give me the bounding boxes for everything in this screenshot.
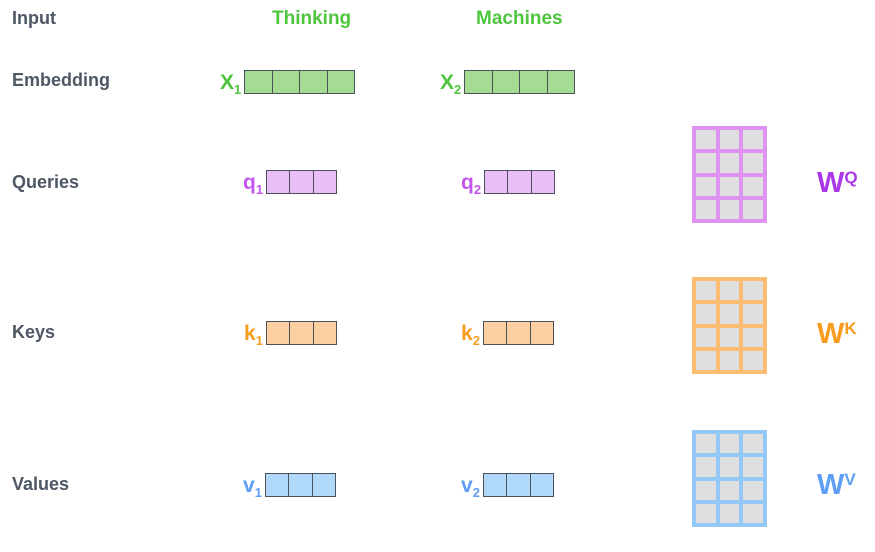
matrix-cell [696,199,716,219]
v2-label: v2 [461,473,480,500]
matrix-cell [696,130,716,150]
matrix-cell [719,327,740,347]
matrix-cell [743,503,763,523]
query-vector-q2: q2 [461,170,555,197]
row-label-queries: Queries [12,172,80,192]
wv-weight-matrix [692,430,767,527]
v1-label: v1 [243,473,262,500]
vector-cell [508,171,532,193]
x1-label: X1 [220,70,242,97]
vector-cell [313,474,335,496]
matrix-cell [719,480,740,500]
vector-cell [267,171,291,193]
wq-label: WQ [817,167,858,199]
vector-cell [484,474,508,496]
matrix-cell [696,281,716,301]
key-vector-k2: k2 [461,321,554,348]
v2-vector [482,473,554,497]
matrix-cell [696,457,716,477]
vector-cell [300,71,328,93]
matrix-cell [743,327,763,347]
vector-cell [531,322,553,344]
vector-cell [290,322,314,344]
vector-cell [520,71,548,93]
value-vector-v1: v1 [243,473,336,500]
query-vector-q1: q1 [243,170,337,197]
wq-weight-matrix [692,126,767,223]
vector-cell [484,322,508,344]
matrix-cell [696,503,716,523]
vector-cell [465,71,493,93]
matrix-cell [719,457,740,477]
wv-label: WV [817,469,856,501]
matrix-cell [719,503,740,523]
matrix-cell [719,281,740,301]
vector-cell [531,474,553,496]
row-label-embedding: Embedding [12,70,110,90]
x1-vector [244,70,356,94]
vector-cell [266,474,290,496]
matrix-cell [743,434,763,454]
matrix-cell [696,434,716,454]
q1-label: q1 [243,170,264,197]
vector-cell [507,474,531,496]
row-label-keys: Keys [12,322,56,342]
matrix-cell [719,199,740,219]
k2-vector [482,321,554,345]
matrix-cell [719,304,740,324]
q2-vector [484,170,555,194]
value-vector-v2: v2 [461,473,554,500]
k1-label: k1 [244,321,263,348]
matrix-cell [696,176,716,196]
q2-label: q2 [461,170,482,197]
embedding-vector-x2: X2 [440,70,576,97]
matrix-cell [743,281,763,301]
matrix-cell [719,350,740,370]
vector-cell [507,322,531,344]
matrix-cell [696,327,716,347]
matrix-cell [743,153,763,173]
vector-cell [273,71,301,93]
embedding-vector-x1: X1 [220,70,356,97]
wk-label: WK [817,318,857,350]
matrix-cell [743,130,763,150]
vector-cell [314,171,336,193]
column-header-thinking: Thinking [272,8,352,29]
vector-cell [548,71,575,93]
matrix-cell [696,153,716,173]
vector-cell [532,171,554,193]
vector-cell [328,71,355,93]
vector-cell [267,322,291,344]
vector-cell [314,322,336,344]
matrix-cell [696,480,716,500]
matrix-cell [743,480,763,500]
wk-weight-matrix [692,277,767,374]
v1-vector [264,473,336,497]
matrix-cell [696,350,716,370]
matrix-cell [696,304,716,324]
column-header-machines: Machines [476,8,563,29]
row-label-input: Input [12,8,56,28]
matrix-cell [719,434,740,454]
vector-cell [485,171,509,193]
matrix-cell [743,350,763,370]
matrix-cell [719,176,740,196]
key-vector-k1: k1 [244,321,337,348]
matrix-cell [719,153,740,173]
x2-label: X2 [440,70,462,97]
matrix-cell [743,457,763,477]
vector-cell [493,71,521,93]
matrix-cell [743,304,763,324]
k2-label: k2 [461,321,480,348]
vector-cell [289,474,313,496]
q1-vector [266,170,337,194]
matrix-cell [743,199,763,219]
vector-cell [245,71,273,93]
matrix-cell [719,130,740,150]
row-label-values: Values [12,474,70,494]
vector-cell [290,171,314,193]
x2-vector [464,70,576,94]
k1-vector [265,321,337,345]
matrix-cell [743,176,763,196]
